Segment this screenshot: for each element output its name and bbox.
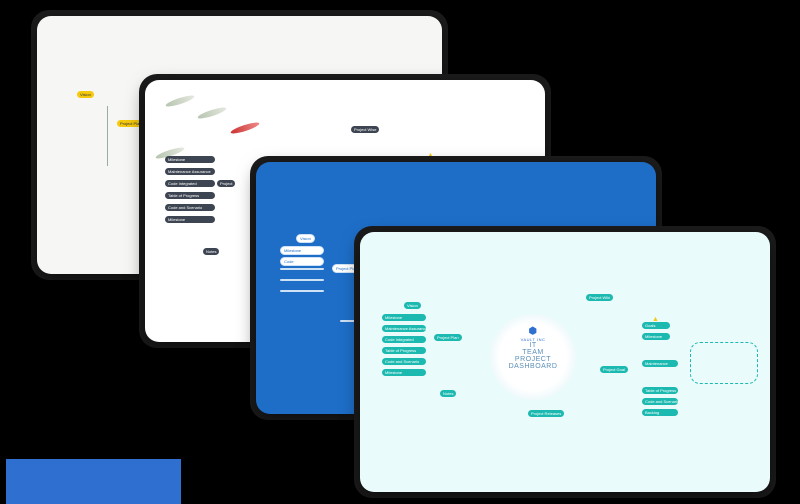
node-scenario[interactable]: Code and Scenario [382, 358, 426, 365]
node-item[interactable] [280, 279, 324, 281]
node-progress[interactable]: Table of Progress [165, 192, 215, 199]
node-milestone[interactable]: Milestone [165, 156, 215, 163]
feather-decoration [229, 120, 261, 136]
company-name: VAULT INC [520, 337, 546, 342]
node-scenario-r[interactable]: Code and Scenario [642, 398, 679, 405]
group-boundary [690, 342, 758, 384]
node-root[interactable]: Project [217, 180, 236, 187]
node-project-wiki[interactable]: Project Wiki [586, 294, 614, 301]
dashboard-center: ⬢ VAULT INC IT TEAM PROJECT DASHBOARD [490, 314, 576, 400]
node-project-plan[interactable]: Project Plan [434, 334, 462, 341]
node-project-wise[interactable]: Project Wise [351, 126, 380, 133]
node-milestone[interactable]: Milestone [382, 314, 426, 321]
node-maintenance[interactable]: Maintenance Assurance [165, 168, 215, 175]
node-scenario[interactable]: Code and Scenario [165, 204, 215, 211]
title-line: TEAM [522, 349, 544, 356]
node-code[interactable]: Code Integrated [382, 336, 426, 343]
connector [107, 106, 108, 166]
node-milestone[interactable]: Milestone [280, 246, 324, 255]
node-milestone-2[interactable]: Milestone [165, 216, 215, 223]
node-root[interactable]: Project Plan [117, 120, 145, 127]
logo-icon: ⬢ [528, 326, 538, 337]
node-progress-r[interactable]: Table of Progress [642, 387, 678, 394]
node-maintenance[interactable]: Maintenance Assurance [382, 325, 428, 332]
node-vision[interactable]: Vision [77, 91, 94, 98]
warning-icon: ▲ [427, 152, 434, 159]
node-backlog[interactable]: Backlog [642, 409, 678, 416]
node-item[interactable] [280, 290, 324, 292]
blue-banner [6, 459, 181, 504]
node-goals[interactable]: Goals [642, 322, 670, 329]
node-vision[interactable]: Vision [296, 234, 315, 243]
node-project-releases[interactable]: Project Releases [528, 410, 565, 417]
node-vision[interactable]: Vision [404, 302, 421, 309]
title-line: PROJECT [514, 356, 552, 363]
node-code[interactable]: Code [280, 257, 324, 266]
node-notes[interactable]: Notes [440, 390, 457, 397]
node-milestone-r[interactable]: Milestone [642, 333, 670, 340]
node-milestone-2[interactable]: Milestone [382, 369, 426, 376]
title-line: DASHBOARD [508, 363, 558, 370]
title-line: IT [529, 342, 537, 349]
node-code[interactable]: Code Integrated [165, 180, 215, 187]
node-notes[interactable]: Notes [203, 248, 220, 255]
node-maintenance-r[interactable]: Maintenance [642, 360, 678, 367]
feather-decoration [164, 93, 196, 109]
screen-4-dashboard: ⬢ VAULT INC IT TEAM PROJECT DASHBOARD Vi… [360, 232, 770, 492]
node-project-goal[interactable]: Project Goal [600, 366, 629, 373]
feather-decoration [196, 105, 228, 121]
warning-icon: ▲ [652, 316, 659, 323]
node-progress[interactable]: Table of Progress [382, 347, 426, 354]
node-item[interactable] [280, 268, 324, 270]
